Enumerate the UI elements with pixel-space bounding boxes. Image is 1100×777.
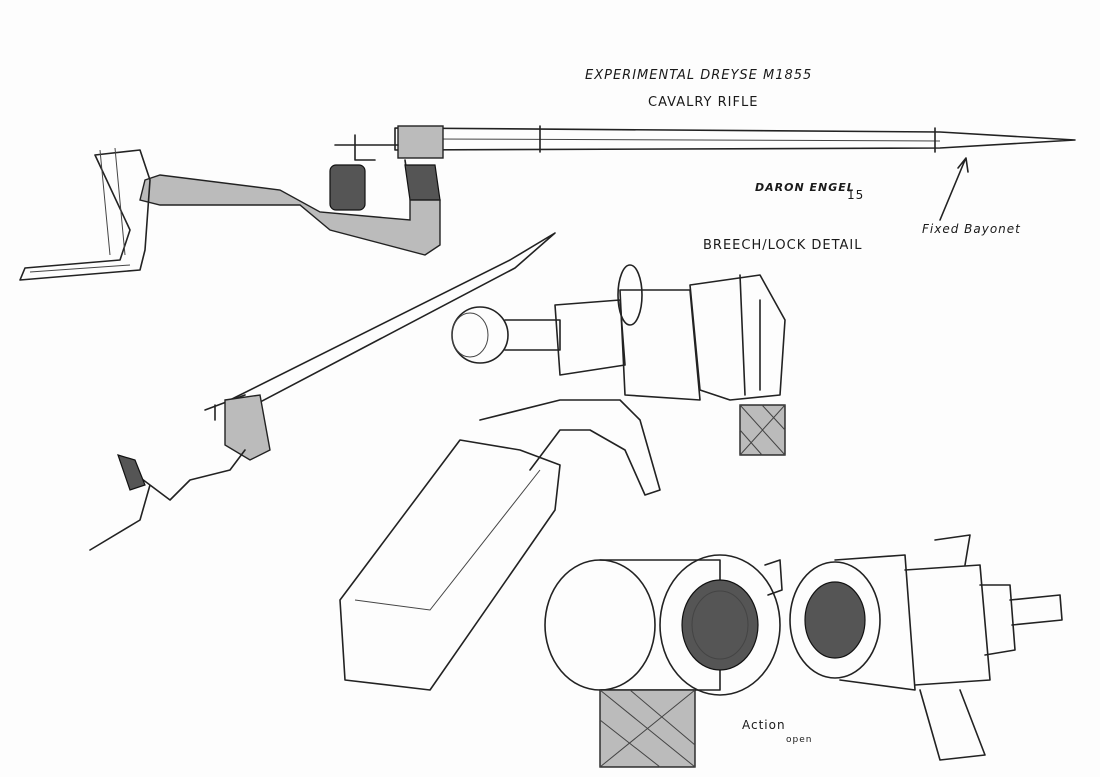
breech-lock-detail bbox=[339, 264, 786, 691]
action-open-label: open bbox=[786, 735, 813, 745]
breech-detail-label: Breech/Lock Detail bbox=[703, 238, 863, 253]
bayonet-annotation: Fixed Bayonet bbox=[922, 222, 1021, 236]
rifle-perspective-view bbox=[89, 232, 556, 551]
action-open-detail bbox=[544, 534, 1063, 768]
rifle-side-view bbox=[19, 125, 1076, 281]
drawing-title: Experimental Dreyse M1855 bbox=[585, 68, 813, 83]
signature-year: 15 bbox=[847, 188, 865, 202]
action-label: Action bbox=[742, 718, 786, 732]
bayonet-arrow bbox=[939, 157, 969, 221]
artist-signature: Daron Engel bbox=[755, 181, 855, 194]
drawing-subtitle: Cavalry Rifle bbox=[648, 95, 759, 110]
